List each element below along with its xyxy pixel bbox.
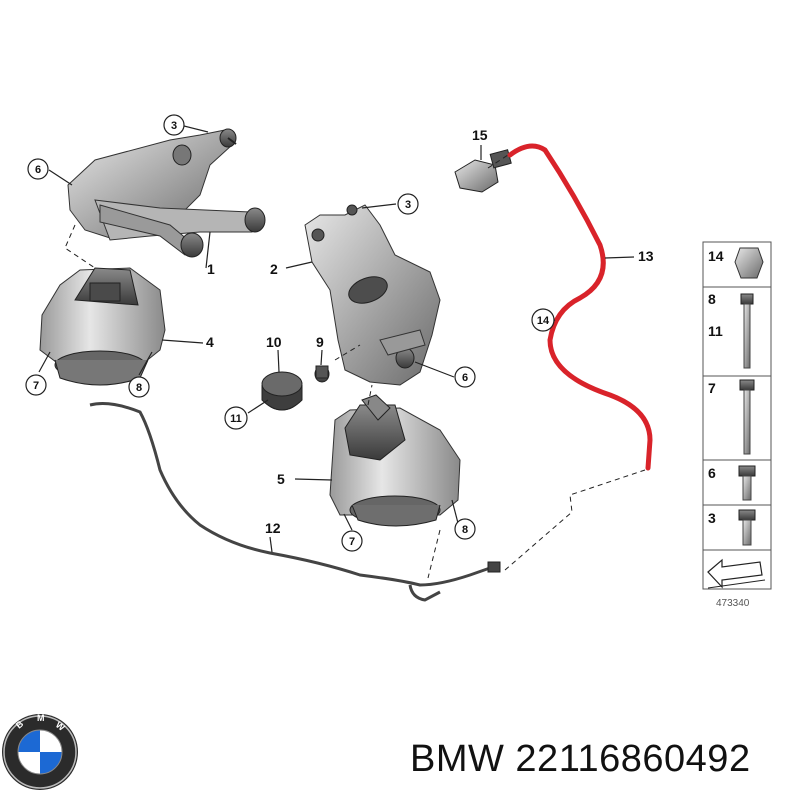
- legend-label-14: 14: [708, 248, 724, 264]
- svg-text:7: 7: [33, 380, 39, 392]
- svg-text:3: 3: [405, 199, 411, 211]
- callout-3b: 3: [397, 193, 419, 215]
- dashed-lines: [64, 154, 646, 579]
- legend-label-8: 8: [708, 291, 716, 307]
- legend-label-11: 11: [708, 323, 723, 339]
- label-9: 9: [316, 334, 324, 350]
- svg-text:14: 14: [537, 315, 550, 327]
- callout-8b: 8: [454, 518, 476, 540]
- callout-6b: 6: [454, 366, 476, 388]
- label-4: 4: [206, 334, 214, 350]
- callout-7b: 7: [341, 530, 363, 552]
- engine-mount-part-4: [39, 267, 166, 386]
- reference-number: 473340: [716, 598, 750, 609]
- label-2: 2: [270, 261, 278, 277]
- hardware-legend: 14 8 11 7 6 3 473340: [702, 241, 772, 609]
- stud-part-9: [314, 365, 330, 383]
- callout-8a: 8: [128, 376, 150, 398]
- legend-label-3: 3: [708, 510, 716, 526]
- engine-bracket-part-1: [67, 128, 266, 258]
- svg-text:M: M: [37, 713, 45, 723]
- label-10: 10: [266, 334, 282, 350]
- svg-text:8: 8: [462, 524, 468, 536]
- callout-11: 11: [224, 406, 248, 430]
- svg-text:7: 7: [349, 536, 355, 548]
- sensor-part-15: [454, 149, 512, 193]
- engine-bracket-part-2: [304, 204, 441, 386]
- svg-text:6: 6: [35, 164, 41, 176]
- svg-text:6: 6: [462, 372, 468, 384]
- part-number-caption: BMW 22116860492: [410, 738, 751, 780]
- engine-mount-part-5: [329, 394, 461, 527]
- label-12: 12: [265, 520, 281, 536]
- svg-text:8: 8: [136, 382, 142, 394]
- callout-14: 14: [531, 308, 555, 332]
- svg-text:11: 11: [230, 413, 242, 425]
- label-15: 15: [472, 127, 488, 143]
- label-13: 13: [638, 248, 654, 264]
- legend-label-6: 6: [708, 465, 716, 481]
- label-5: 5: [277, 471, 285, 487]
- svg-text:3: 3: [171, 120, 177, 132]
- callout-3a: 3: [163, 114, 185, 136]
- harness-part-12: [89, 402, 491, 587]
- callout-6a: 6: [27, 158, 49, 180]
- svg-text:B: B: [14, 718, 26, 730]
- label-1: 1: [207, 261, 215, 277]
- legend-label-7: 7: [708, 380, 716, 396]
- leader-lines: [38, 125, 635, 553]
- hose-part-13: [507, 143, 653, 471]
- bmw-logo-icon: B M W: [2, 713, 78, 790]
- arrow-icon: [707, 558, 766, 589]
- callout-7a: 7: [25, 374, 47, 396]
- rubber-buffer-part-10: [261, 371, 303, 411]
